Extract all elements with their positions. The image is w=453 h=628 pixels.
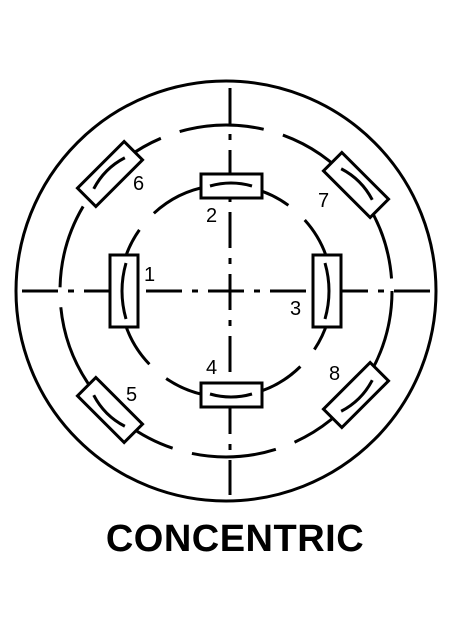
pin-label-1: 1: [144, 264, 155, 286]
contact-7: [321, 150, 391, 220]
pin-label-4: 4: [206, 357, 217, 379]
contact-6: [75, 139, 145, 209]
contact-1: [108, 253, 140, 329]
pin-label-2: 2: [206, 205, 217, 227]
middle-dashed-ring: [58, 123, 394, 459]
contact-3: [311, 253, 343, 329]
pin-label-5: 5: [126, 384, 137, 406]
contact-5: [75, 375, 145, 445]
contact-8: [321, 360, 391, 430]
outer-ring: [14, 79, 438, 503]
pin-label-7: 7: [318, 190, 329, 212]
diagram-caption: CONCENTRIC: [105, 518, 365, 560]
contact-2: [199, 172, 264, 200]
pin-label-3: 3: [290, 298, 301, 320]
pin-label-8: 8: [329, 363, 340, 385]
contact-4: [199, 381, 264, 409]
pin-label-6: 6: [133, 173, 144, 195]
